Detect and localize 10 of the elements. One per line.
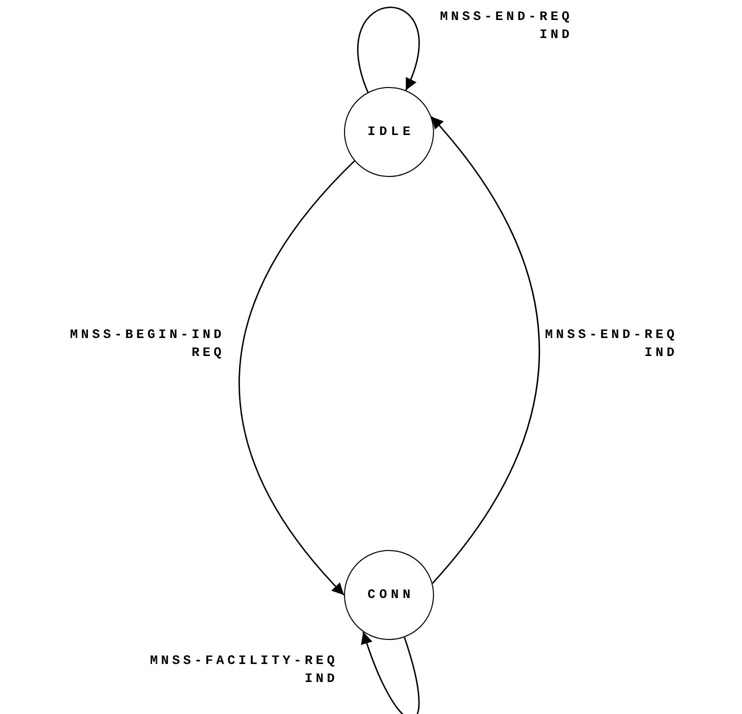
state-name: IDLE <box>366 123 414 142</box>
arrow <box>361 632 420 714</box>
arrow <box>430 116 540 584</box>
arrow <box>357 6 420 92</box>
state-name: CONN <box>366 586 414 604</box>
edge-label: MNSS-FACILITY-REQ IND <box>150 652 338 688</box>
arrow <box>238 160 356 596</box>
edge-label: MNSS-END-REQ IND <box>545 326 678 362</box>
edge-label: MNSS-BEGIN-IND REQ <box>70 326 225 362</box>
edge-label: MNSS-END-REQ IND <box>440 8 573 44</box>
